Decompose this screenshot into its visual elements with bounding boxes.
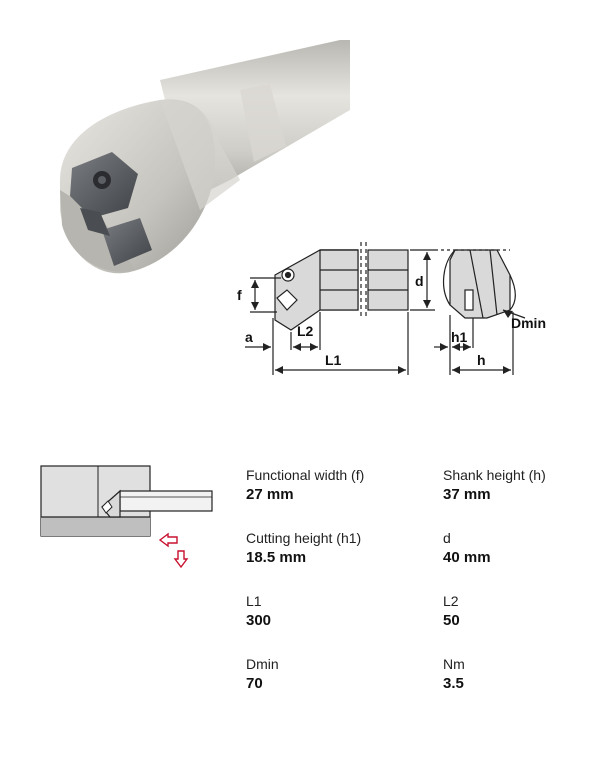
spec-label: Shank height (h) [443, 467, 546, 483]
spec-shank-height: Shank height (h) 37 mm [443, 466, 546, 504]
spec-d: d 40 mm [443, 529, 491, 567]
spec-label: L1 [246, 593, 262, 609]
spec-Dmin: Dmin 70 [246, 655, 279, 693]
spec-L1: L1 300 [246, 592, 271, 630]
spec-label: Cutting height (h1) [246, 530, 362, 546]
spec-value: 18.5 mm [246, 549, 307, 566]
spec-value: 3.5 [443, 675, 464, 692]
spec-Nm: Nm 3.5 [443, 655, 465, 693]
spec-value: 37 mm [443, 486, 491, 503]
spec-value: 50 [443, 612, 460, 629]
spec-label: L2 [443, 593, 459, 609]
spec-value: 27 mm [246, 486, 294, 503]
boring-bar-photo [60, 40, 350, 274]
dim-L2-label: L2 [297, 323, 314, 339]
dim-a-label: a [245, 329, 253, 345]
dim-h-label: h [477, 352, 486, 368]
internal-boring-application-icon [40, 465, 213, 569]
spec-L2: L2 50 [443, 592, 460, 630]
dim-Dmin-label: Dmin [511, 315, 546, 331]
dim-h1-label: h1 [451, 329, 468, 345]
spec-label: Functional width (f) [246, 467, 365, 483]
spec-label: Nm [443, 656, 465, 672]
spec-value: 40 mm [443, 549, 491, 566]
spec-functional-width: Functional width (f) 27 mm [246, 466, 364, 504]
dimension-drawing: d f a L2 L1 h1 h Dmin [237, 242, 546, 375]
dim-f-label: f [237, 287, 242, 303]
spec-value: 70 [246, 675, 263, 692]
dim-L1-label: L1 [325, 352, 342, 368]
spec-label: Dmin [246, 656, 279, 672]
spec-value: 300 [246, 612, 272, 629]
feed-direction-arrows-icon [158, 532, 189, 569]
spec-label: d [443, 530, 451, 546]
dim-d-label: d [415, 273, 424, 289]
spec-cutting-height: Cutting height (h1) 18.5 mm [246, 529, 361, 567]
